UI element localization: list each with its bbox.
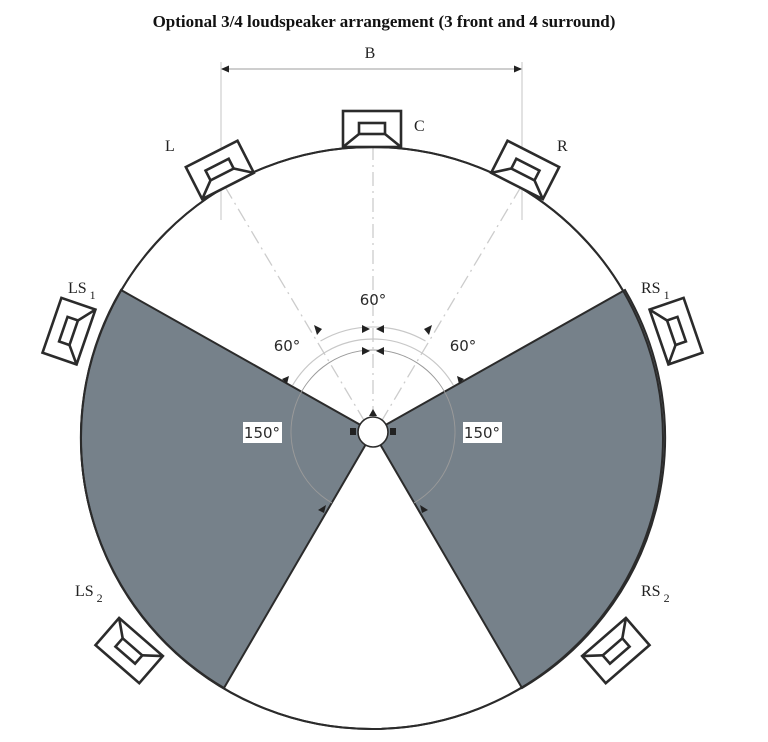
left-side-angle-label: 60° — [274, 337, 301, 355]
diagram-title: Optional 3/4 loudspeaker arrangement (3 … — [152, 12, 616, 31]
speaker-label-r: R — [557, 138, 568, 155]
listener-position — [357, 416, 389, 448]
dimension-label: B — [365, 45, 376, 62]
listener-guide-lines — [217, 148, 529, 423]
left-rear-angle-label: 150° — [244, 424, 280, 442]
left-rear-angle-arc — [290, 349, 374, 504]
angle-arrowheads — [282, 325, 464, 513]
listener-right-ear — [390, 428, 396, 435]
right-rear-angle-arc — [372, 349, 456, 504]
right-rear-angle-label: 150° — [464, 424, 500, 442]
listener-left-ear — [350, 428, 356, 435]
speaker-ls1 — [41, 296, 97, 366]
left-side-angle-arc — [291, 338, 374, 386]
speaker-label-c: C — [414, 118, 425, 135]
speaker-c — [341, 109, 403, 149]
front-angle-arc — [320, 326, 426, 342]
speaker-label-l: L — [165, 138, 175, 155]
right-side-angle-arc — [372, 338, 455, 386]
front-angle-label: 60° — [360, 291, 387, 309]
speaker-rs1 — [648, 296, 704, 366]
right-side-angle-label: 60° — [450, 337, 477, 355]
